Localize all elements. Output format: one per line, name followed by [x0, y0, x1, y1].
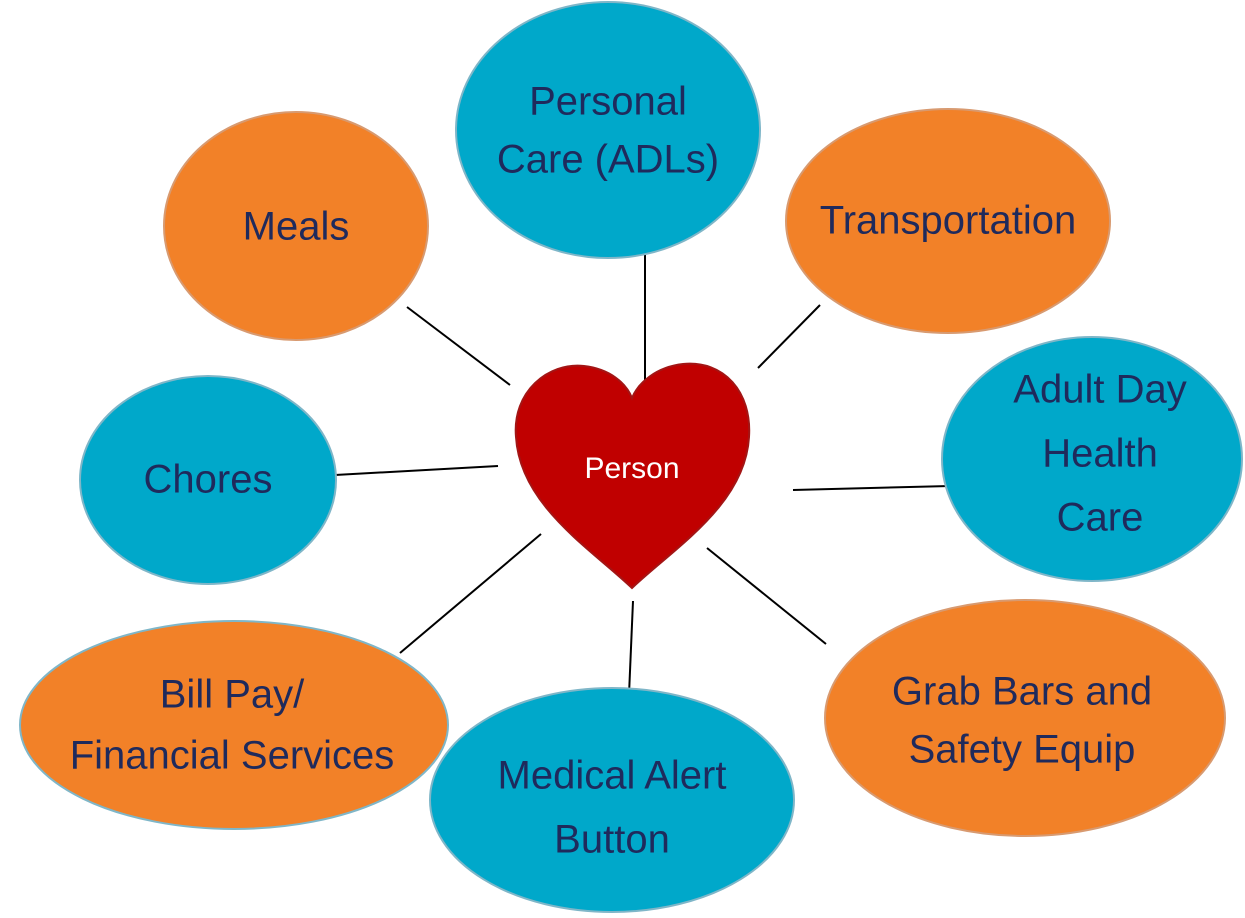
node-bubble: [785, 108, 1111, 334]
node-label-line: Adult Day: [1013, 368, 1186, 412]
node-chores: Chores: [79, 375, 337, 585]
node-bubble: [429, 687, 795, 913]
connector-adult-day-health-care: [792, 485, 951, 491]
node-label-line: Button: [554, 818, 670, 862]
node-label-line: Meals: [243, 205, 350, 249]
node-label-line: Medical Alert: [498, 754, 727, 798]
node-bubble: [79, 375, 337, 585]
node-grab-bars: Grab Bars and Safety Equip: [824, 599, 1226, 837]
node-meals: Meals: [163, 111, 429, 341]
node-label-line: Personal: [529, 80, 687, 124]
node-bubble: [19, 620, 449, 830]
center-label: Person: [584, 452, 679, 485]
center-node: Person: [514, 362, 751, 590]
connectors: [334, 255, 951, 719]
node-label-line: Health: [1042, 432, 1158, 476]
connector-grab-bars: [706, 547, 827, 645]
node-personal-care: Personal Care (ADLs): [455, 1, 761, 259]
node-label-line: Care: [1057, 496, 1144, 540]
node-label-line: Transportation: [820, 199, 1076, 243]
node-bubble: [941, 336, 1243, 582]
node-bill-pay: Bill Pay/ Financial Services: [19, 620, 449, 830]
node-label-line: Chores: [144, 458, 273, 502]
connector-chores: [334, 465, 499, 476]
node-transportation: Transportation: [785, 108, 1111, 334]
node-label-line: Safety Equip: [909, 728, 1136, 772]
connector-transportation: [757, 304, 821, 369]
node-label-line: Financial Services: [70, 734, 395, 778]
node-label-line: Bill Pay/: [160, 673, 305, 717]
node-medical-alert: Medical Alert Button: [429, 687, 795, 913]
node-bubble: [163, 111, 429, 341]
node-adult-day-health-care: Adult Day Health Care: [941, 336, 1243, 582]
node-label-line: Grab Bars and: [892, 670, 1152, 714]
heart-icon: [514, 362, 751, 590]
connector-bill-pay: [399, 533, 542, 654]
node-bubble: [824, 599, 1226, 837]
connector-meals: [406, 306, 511, 386]
node-label-line: Care (ADLs): [497, 138, 719, 182]
node-bubble: [455, 1, 761, 259]
